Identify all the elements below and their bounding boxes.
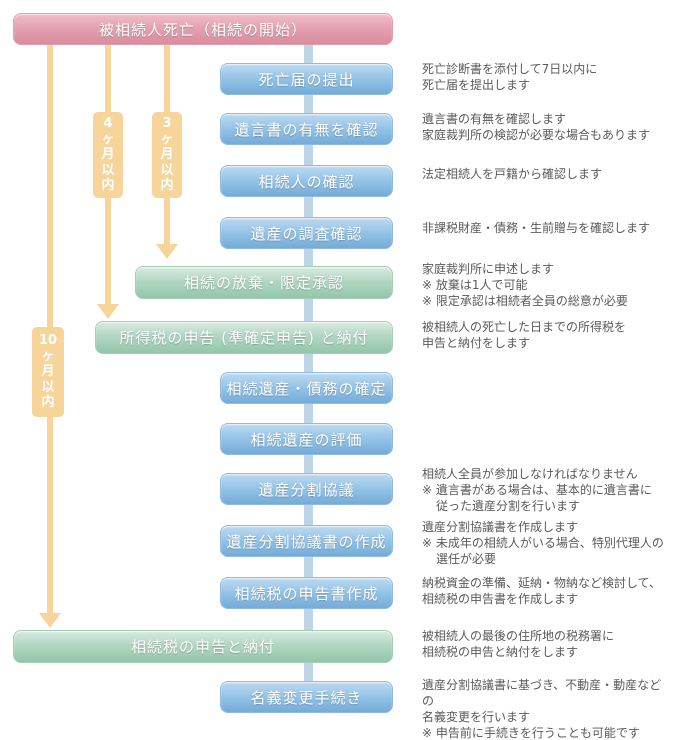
step-label: 遺産分割協議書の作成 — [226, 532, 387, 551]
note-line: ※ 放棄は1人で可能 — [422, 278, 528, 292]
note-line: 選任が必要 — [436, 552, 497, 566]
timeline-char: ヶ — [101, 131, 115, 147]
note-line: 相続税の申告書を作成します — [422, 592, 579, 606]
main-flow-connector-line — [304, 45, 313, 695]
timeline-char: 以 — [101, 162, 115, 178]
step-label: 遺産分割協議 — [258, 480, 355, 499]
note-line: 遺産分割協議書を作成します — [422, 520, 579, 534]
step-income-tax-final-return: 所得税の申告 (準確定申告) と納付 — [95, 321, 393, 354]
timeline-label-3-months: 3 ヶ 月 以 内 — [152, 112, 182, 198]
note-income-tax-final-return: 被相続人の死亡した日までの所得税を 申告と納付をします — [422, 319, 672, 351]
note-line: 家庭裁判所に申述します — [422, 262, 555, 276]
note-estate-investigation: 非課税財産・債務・生前贈与を確認します — [422, 220, 672, 236]
note-line: 相続税の申告と納付をします — [422, 645, 579, 659]
note-line: 被相続人の死亡した日までの所得税を — [422, 320, 627, 334]
note-line: ※ 限定承認は相続者全員の総意が必要 — [422, 294, 628, 308]
step-renunciation-limited-approval: 相続の放棄・限定承認 — [135, 266, 393, 299]
step-will-check: 遺言書の有無を確認 — [220, 113, 393, 145]
note-line: 死亡届を提出します — [422, 78, 531, 92]
step-estate-investigation: 遺産の調査確認 — [220, 217, 393, 249]
note-line: 納税資金の準備、延納・物納など検討して、 — [422, 576, 662, 590]
timeline-char: ヶ — [160, 131, 174, 147]
step-label: 相続税の申告と納付 — [130, 638, 275, 656]
step-label: 所得税の申告 (準確定申告) と納付 — [119, 329, 369, 347]
note-line: 被相続人の最後の住所地の税務署に — [422, 629, 615, 643]
timeline-char: 以 — [160, 162, 174, 178]
start-node-label: 被相続人死亡（相続の開始） — [98, 20, 307, 39]
timeline-char: 4 — [103, 116, 113, 132]
note-division-agreement-document: 遺産分割協議書を作成します ※ 未成年の相続人がいる場合、特別代理人の 選任が必… — [422, 519, 672, 567]
timeline-label-4-months: 4 ヶ 月 以 内 — [93, 112, 123, 198]
note-line: 従った遺産分割を行います — [436, 499, 581, 513]
step-name-change-procedure: 名義変更手続き — [220, 681, 393, 713]
note-line: 申告と納付をします — [422, 336, 531, 350]
step-division-agreement-document: 遺産分割協議書の作成 — [220, 525, 393, 557]
start-node-heir-death: 被相続人死亡（相続の開始） — [13, 13, 393, 45]
note-line: 非課税財産・債務・生前贈与を確認します — [422, 221, 651, 235]
note-line: 相続人全員が参加しなければなりません — [422, 467, 638, 481]
step-label: 相続人の確認 — [258, 172, 355, 191]
timeline-char: 3 — [162, 116, 172, 132]
timeline-char: 内 — [41, 395, 55, 411]
note-division-agreement: 相続人全員が参加しなければなりません ※ 遺言書がある場合は、基本的に遺言書に … — [422, 466, 672, 514]
note-inheritance-tax-filing-payment: 被相続人の最後の住所地の税務署に 相続税の申告と納付をします — [422, 628, 672, 660]
note-will-check: 遺言書の有無を確認します 家庭裁判所の検認が必要な場合もあります — [422, 111, 672, 143]
step-label: 遺言書の有無を確認 — [234, 120, 379, 139]
timeline-char: 月 — [160, 147, 174, 163]
timeline-char: 月 — [41, 364, 55, 380]
step-label: 死亡届の提出 — [258, 70, 355, 89]
timeline-char: 月 — [101, 147, 115, 163]
arrow-down-icon — [39, 613, 61, 628]
step-inheritance-tax-return-prep: 相続税の申告書作成 — [220, 577, 393, 609]
timeline-char: 内 — [101, 178, 115, 194]
note-line: ※ 遺言書がある場合は、基本的に遺言書に — [422, 483, 652, 497]
note-line: 遺産分割協議書に基づき、不動産・動産などの — [422, 678, 662, 708]
note-name-change-procedure: 遺産分割協議書に基づき、不動産・動産などの 名義変更を行います ※ 申告前に手続… — [422, 677, 672, 740]
timeline-char: 内 — [160, 178, 174, 194]
timeline-label-10-months: 10 ヶ 月 以 内 — [32, 327, 64, 417]
timeline-char: ヶ — [41, 348, 55, 364]
timeline-char: 以 — [41, 379, 55, 395]
note-line: 家庭裁判所の検認が必要な場合もあります — [422, 128, 651, 142]
step-label: 相続税の申告書作成 — [234, 584, 379, 603]
step-death-notification: 死亡届の提出 — [220, 63, 393, 95]
step-label: 名義変更手続き — [250, 688, 363, 707]
step-division-agreement: 遺産分割協議 — [220, 473, 393, 505]
arrow-down-icon — [97, 304, 119, 319]
note-inheritance-tax-return-prep: 納税資金の準備、延納・物納など検討して、 相続税の申告書を作成します — [422, 575, 672, 607]
step-inheritance-tax-filing-payment: 相続税の申告と納付 — [13, 630, 393, 663]
note-heir-confirmation: 法定相続人を戸籍から確認します — [422, 166, 672, 182]
note-line: ※ 未成年の相続人がいる場合、特別代理人の — [422, 536, 664, 550]
timeline-char: 10 — [38, 333, 58, 349]
step-label: 相続遺産の評価 — [250, 430, 363, 449]
note-line: 死亡診断書を添付して7日以内に — [422, 62, 598, 76]
note-line: 法定相続人を戸籍から確認します — [422, 167, 603, 181]
step-estate-debt-determination: 相続遺産・債務の確定 — [220, 372, 393, 404]
note-renunciation-limited-approval: 家庭裁判所に申述します ※ 放棄は1人で可能 ※ 限定承認は相続者全員の総意が必… — [422, 261, 672, 309]
step-label: 遺産の調査確認 — [250, 224, 363, 243]
note-line: 名義変更を行います — [422, 710, 531, 724]
note-death-notification: 死亡診断書を添付して7日以内に 死亡届を提出します — [422, 61, 672, 93]
step-label: 相続遺産・債務の確定 — [226, 379, 387, 398]
arrow-down-icon — [156, 244, 178, 259]
note-line: 遺言書の有無を確認します — [422, 112, 567, 126]
step-estate-valuation: 相続遺産の評価 — [220, 423, 393, 455]
note-line: ※ 申告前に手続きを行うことも可能です — [422, 726, 640, 740]
step-heir-confirmation: 相続人の確認 — [220, 165, 393, 197]
step-label: 相続の放棄・限定承認 — [183, 274, 344, 292]
